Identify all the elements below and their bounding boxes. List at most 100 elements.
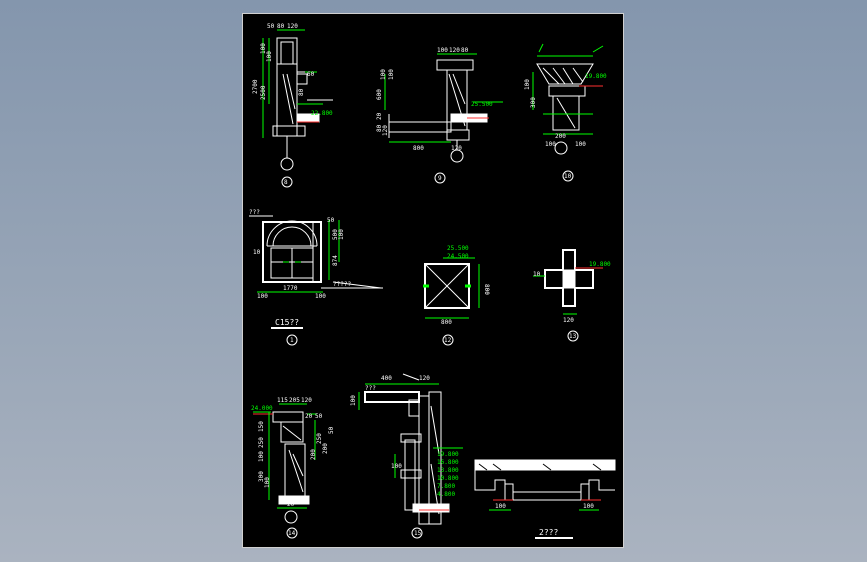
detail-number: 12 (444, 337, 452, 344)
dim-text: 120 (287, 23, 298, 30)
detail-number: 10 (564, 173, 572, 180)
dim-text: 120 (451, 145, 462, 152)
elevation-label: 25.500 (447, 245, 469, 252)
dim-text: 80 (461, 47, 469, 54)
dim-text: 800 (441, 319, 452, 326)
detail-16 (474, 459, 616, 539)
elevation-label: 24.000 (251, 405, 273, 412)
detail-14 (253, 403, 317, 539)
parapet (280, 41, 294, 65)
dim-text: 2500 (260, 85, 267, 100)
detail-window-c15 (249, 215, 383, 346)
dim-text: 300 (530, 97, 537, 108)
section-caption: 2??? (539, 528, 558, 537)
note-text: ????? (333, 281, 351, 288)
grid-bubble (450, 149, 464, 163)
detail-9 (384, 53, 503, 184)
detail-number: 15 (414, 530, 422, 537)
column (552, 95, 580, 131)
dim-text: 100 (380, 69, 387, 80)
detail-8 (262, 29, 333, 188)
elevation-label: 25.500 (471, 101, 493, 108)
dim-text: 10 (533, 271, 541, 278)
dim-text: 100 (258, 451, 265, 462)
corbel (536, 63, 594, 85)
dim-text: 100 (257, 293, 268, 300)
dim-text: 500 (332, 229, 339, 240)
detail-mark-10 (562, 170, 574, 182)
detail-12 (423, 257, 480, 346)
cornice (280, 421, 304, 443)
detail-number: 8 (284, 179, 288, 186)
dim-text: 120 (449, 47, 460, 54)
dim-text: 100 (266, 51, 273, 62)
dim-text: 100 (524, 79, 531, 90)
dim-text: 50 (267, 23, 275, 30)
dim-text: 874 (332, 255, 339, 266)
detail-mark-15 (411, 527, 423, 539)
dim-text: 250 (316, 433, 323, 444)
detail-mark-9 (434, 172, 446, 184)
dim-text: 20 (305, 413, 313, 420)
grid-bubble (280, 157, 294, 171)
dim-text: 10 (253, 249, 261, 256)
wall-section (276, 37, 298, 137)
dim-text: 20 (287, 501, 295, 508)
dim-text: 100 (315, 293, 326, 300)
dim-text: 250 (258, 437, 265, 448)
dim-text: 100 (495, 503, 506, 510)
dim-text: 100 (545, 141, 556, 148)
dim-text: 100 (264, 477, 271, 488)
dim-text: 800 (413, 145, 424, 152)
detail-number: 13 (569, 333, 577, 340)
dim-text: 50 (315, 413, 323, 420)
dim-text: 100 (338, 229, 345, 240)
dim-text: 200 (310, 449, 317, 460)
dim-text: 1770 (283, 285, 298, 292)
elevation-label: 4.800 (437, 491, 455, 498)
cornice (296, 73, 308, 85)
dim-text: 100 (350, 395, 357, 406)
dim-text: 60 (307, 71, 315, 78)
dim-text: 200 (555, 133, 566, 140)
dim-text: 80 (376, 124, 383, 132)
drawing-sheet: 50 80 120 2700 2500 100 100 60 80 22.800… (242, 13, 624, 548)
detail-15 (358, 373, 463, 539)
detail-number: 1 (290, 337, 294, 344)
dim-text: 50 (327, 217, 335, 224)
detail-13 (533, 249, 603, 342)
elevation-label: 13.800 (437, 467, 459, 474)
dim-text: 100 (583, 503, 594, 510)
elevation-label: 24.500 (447, 253, 469, 260)
elevation-label: 22.800 (311, 110, 333, 117)
detail-mark-14 (286, 527, 298, 539)
dim-text: 2700 (252, 79, 259, 94)
detail-mark-8 (281, 176, 293, 188)
elevation-label: 19.800 (585, 73, 607, 80)
elevation-label: 10.800 (437, 475, 459, 482)
grid-bubble (554, 141, 568, 155)
arch (266, 220, 318, 247)
dim-text: 600 (376, 89, 383, 100)
note-text: ??? (249, 209, 260, 216)
detail-mark-13 (567, 330, 579, 342)
elevation-label: 19.800 (437, 451, 459, 458)
dim-text: 100 (391, 463, 402, 470)
dim-text: 200 (322, 443, 329, 454)
cap (436, 59, 474, 71)
elevation-label: 19.800 (589, 261, 611, 268)
dim-text: 100 (575, 141, 586, 148)
dim-text: 100 (260, 43, 267, 54)
dim-text: 120 (301, 397, 312, 404)
dim-text: 120 (563, 317, 574, 324)
grid-bubble (284, 510, 298, 524)
detail-mark-12 (442, 334, 454, 346)
dim-text: 100 (388, 69, 395, 80)
note-text: ??? (365, 385, 376, 392)
dim-text: 50 (328, 426, 335, 434)
dim-text: 150 (258, 421, 265, 432)
elevation-label: 16.800 (437, 459, 459, 466)
window-caption: C15?? (275, 318, 299, 327)
dim-text: 80 (277, 23, 285, 30)
dim-text: 100 (437, 47, 448, 54)
